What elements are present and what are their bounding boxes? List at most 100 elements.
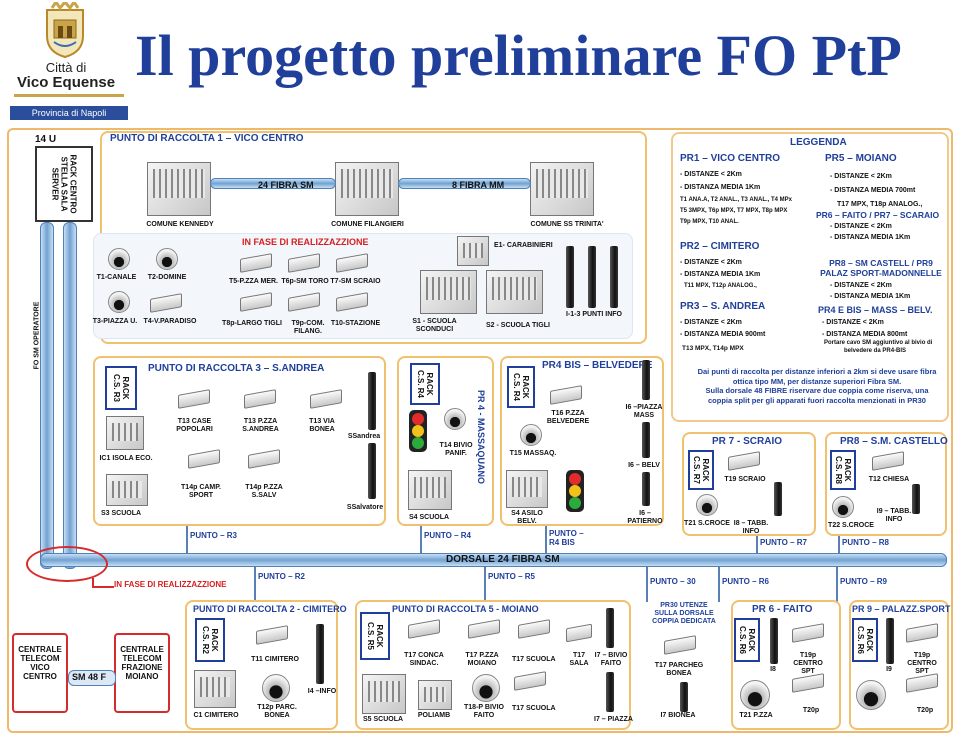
- massaquano-label: PR 4 - MASSAQUANO: [476, 389, 486, 484]
- dorsale-label: DORSALE 24 FIBRA SM: [446, 554, 560, 565]
- server-asilo-icon: [506, 470, 548, 508]
- rack-r6: RACK C.S. R6: [734, 618, 760, 662]
- connector-line: [836, 566, 838, 602]
- t14a-label: T14p CAMP. SPORT: [181, 484, 221, 499]
- legend-note-line: Dai punti di raccolta per distanze infer…: [697, 367, 937, 376]
- t1-label: T1-CANALE: [96, 274, 137, 281]
- legend-pr6-line: - DISTANZA MEDIA 1Km: [830, 234, 911, 241]
- i8-label: I8 – TABB. INFO: [733, 520, 769, 535]
- t17c-label: T17 SCUOLA: [512, 656, 556, 663]
- server-s2-icon: [486, 270, 543, 314]
- t3-label: T3-PIAZZA U.: [92, 318, 138, 325]
- punto-raccolta-3-title: PUNTO DI RACCOLTA 3 – S.ANDREA: [148, 363, 325, 374]
- legend-note: Dai punti di raccolta per distanze infer…: [688, 367, 946, 405]
- highlight-connector: [92, 578, 114, 588]
- rack-r5: RACK C.S. R5: [360, 612, 390, 660]
- fiber-mm-label: 8 FIBRA MM: [452, 180, 505, 190]
- t12p-label: T12p PARC. BONEA: [257, 704, 297, 719]
- connector-line: [718, 566, 720, 602]
- server-poliamb-icon: [418, 680, 452, 710]
- i9-label: I9 – TABB. INFO: [876, 508, 912, 523]
- logo-city-label: Città di: [45, 60, 87, 75]
- poliamb-label: POLIAMB: [417, 712, 451, 719]
- t7-label: T7-SM SCRAIO: [330, 278, 381, 285]
- ic1-label: IC1 ISOLA ECO.: [99, 455, 153, 462]
- t4-label: T4-V.PARADISO: [143, 318, 197, 325]
- legend-pr1-line: T5 3MPX, T6p MPX, T7 MPX, T8p MPX: [680, 208, 788, 214]
- rack-r4-bis: RACK C.S. R4: [507, 366, 535, 408]
- legend-box: [671, 132, 949, 422]
- dome-camera-icon: [472, 674, 500, 702]
- legend-pr5-line: T17 MPX, T18p ANALOG.,: [837, 201, 923, 208]
- info-totem-icon: [642, 472, 650, 506]
- sm48-pipe: [68, 670, 116, 686]
- dome-camera-icon: [262, 674, 290, 702]
- logo-province: Provincia di Napoli: [10, 106, 128, 120]
- rack-r8: RACK C.S. R8: [830, 450, 856, 490]
- s4b-label: S4 ASILO BELV.: [511, 510, 543, 525]
- t17p-label: T17 PARCHEG BONEA: [654, 662, 704, 677]
- punto-r2-label: PUNTO – R2: [258, 572, 305, 581]
- i7b-label: I7 – PIAZZA: [594, 716, 633, 723]
- legend-pr2-line: - DISTANZE < 2Km: [680, 259, 742, 266]
- legend-pr5-line: - DISTANZA MEDIA 700mt: [830, 187, 916, 194]
- legend-pr1-title: PR1 – VICO CENTRO: [680, 153, 781, 164]
- server-filangieri-icon: [335, 162, 399, 216]
- legend-pr3-line: T13 MPX, T14p MPX: [682, 345, 744, 352]
- legend-pr5-title: PR5 – MOIANO: [825, 153, 897, 164]
- sala-server-rack: RACK CENTRO STELLA SALA SERVER: [35, 146, 93, 222]
- dome-camera-icon: [520, 424, 542, 446]
- t6-label: T6p-SM TORO: [281, 278, 329, 285]
- legend-pr1-line: - DISTANZA MEDIA 1Km: [680, 184, 761, 191]
- i6b-label: I6 – BELV: [628, 462, 660, 469]
- t11-label: T11 CIMITERO: [251, 656, 299, 663]
- server-s3-icon: [106, 474, 148, 506]
- server-s4-icon: [408, 470, 452, 510]
- logo-divider: [14, 94, 124, 97]
- server-ic1-icon: [106, 416, 144, 450]
- info-totem-icon: [886, 618, 894, 664]
- sm48-label: SM 48 F: [72, 672, 107, 682]
- legend-pr2-line: T11 MPX, T12p ANALOG.,: [684, 283, 757, 289]
- fiber-mm-pipe: [398, 178, 531, 189]
- legend-pr2-title: PR2 – CIMITERO: [680, 241, 760, 252]
- punto-r3-label: PUNTO – R3: [190, 531, 237, 540]
- t17d-label: T17 SALA: [569, 652, 589, 667]
- server-s5-icon: [362, 674, 406, 714]
- punto-r4-label: PUNTO – R4: [424, 531, 471, 540]
- t2-label: T2-DOMINE: [147, 274, 187, 281]
- t13a-label: T13 CASE POPOLARI: [176, 418, 213, 433]
- server-carabinieri-icon: [457, 236, 489, 266]
- city-logo: Città di Vico Equense Provincia di Napol…: [4, 2, 128, 122]
- info-totem-icon: [588, 246, 596, 308]
- i6c-label: I6 – PATIERNO: [627, 510, 663, 525]
- dome-camera-icon: [696, 494, 718, 516]
- t12-label: T12 CHIESA: [868, 476, 910, 483]
- info-totem-icon: [606, 672, 614, 712]
- pr9-title: PR 9 – PALAZZ.SPORT: [852, 604, 951, 614]
- e1-label: E1- CARABINIERI: [494, 242, 553, 249]
- punto-r8-label: PUNTO – R8: [842, 538, 889, 547]
- centrale-vico-centro: CENTRALE TELECOM VICO CENTRO: [12, 633, 68, 713]
- dome-camera-icon: [156, 248, 178, 270]
- massaquano-label-wrap: PR 4 - MASSAQUANO: [476, 368, 488, 508]
- dome-camera-icon: [108, 248, 130, 270]
- server-c1-icon: [194, 670, 236, 708]
- rack-r3: RACK C.S. R3: [105, 366, 137, 410]
- pr6-title: PR 6 - FAITO: [752, 604, 813, 615]
- vertical-fiber-pipe-right: [63, 222, 77, 569]
- t19p-sport-label: T19p CENTRO SPT: [907, 652, 937, 675]
- ssandrea-label: SSandrea: [347, 433, 381, 440]
- connector-line: [545, 526, 547, 554]
- pr30-title: PR30 UTENZE SULLA DORSALE COPPIA DEDICAT…: [652, 602, 716, 625]
- dome-camera-icon: [832, 496, 854, 518]
- filangieri-label: COMUNE FILANGIERI: [331, 221, 404, 228]
- connector-line: [838, 536, 840, 554]
- legend-pr4-line: - DISTANZE < 2Km: [822, 319, 884, 326]
- legend-pr3-line: - DISTANZA MEDIA 900mt: [680, 331, 766, 338]
- connector-line: [756, 536, 758, 554]
- s3-label: S3 SCUOLA: [100, 510, 142, 517]
- dome-camera-icon: [444, 408, 466, 430]
- i7a-label: I7 – BIVIO FAITO: [594, 652, 628, 667]
- legend-pr6-title: PR6 – FAITO / PR7 – SCARAIO: [816, 210, 940, 220]
